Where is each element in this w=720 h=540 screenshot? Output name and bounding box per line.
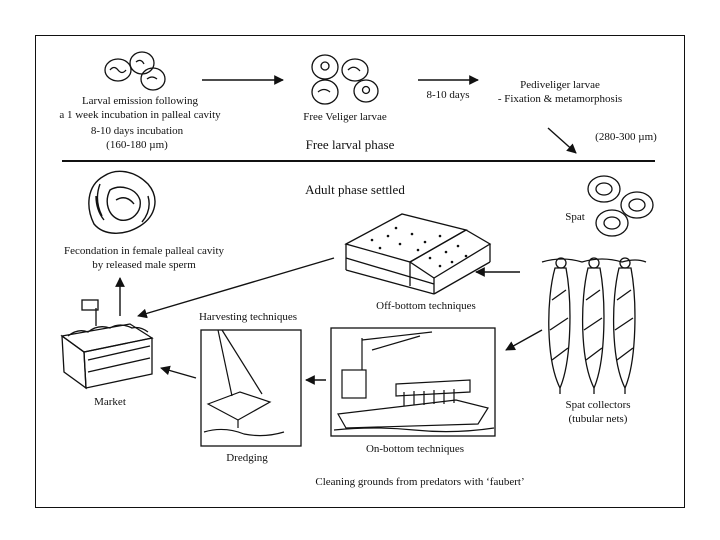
- diagram-frame: [35, 35, 685, 508]
- market-box-icon: [60, 299, 154, 390]
- spat-collectors-label: Spat collectors(tubular nets): [565, 399, 631, 425]
- free-larval-phase-title: Free larval phase: [305, 137, 395, 152]
- spat-collectors-icon: [541, 257, 647, 394]
- adult-phase-title: Adult phase settled: [305, 182, 405, 197]
- pediveliger-size-label: (280-300 µm): [595, 131, 657, 143]
- off-bottom-racks-icon: [344, 213, 492, 295]
- off-bottom-label: Off-bottom techniques: [376, 300, 476, 312]
- spat-icon: [587, 175, 654, 237]
- pediveliger-label: Pediveliger larvae- Fixation & metamorph…: [497, 79, 623, 105]
- boat-icon: [333, 331, 495, 433]
- days-label: 8-10 days: [426, 89, 470, 101]
- market-label: Market: [94, 396, 126, 408]
- free-veliger-label: Free Veliger larvae: [303, 111, 387, 123]
- dredging-label: Dredging: [226, 452, 268, 464]
- spat-label: Spat: [565, 211, 585, 223]
- on-bottom-panel: [330, 327, 496, 437]
- cleaning-grounds-label: Cleaning grounds from predators with ‘fa…: [315, 476, 525, 488]
- adult-oyster-icon: [88, 170, 156, 234]
- dredge-icon: [203, 329, 285, 437]
- harvesting-label: Harvesting techniques: [198, 311, 298, 323]
- dredging-panel: [200, 329, 302, 447]
- incubation-label: 8-10 days incubation(160-180 µm): [90, 125, 184, 151]
- larvae-icon-veliger: [311, 54, 379, 105]
- larvae-icon-emission: [104, 51, 166, 91]
- on-bottom-label: On-bottom techniques: [365, 443, 465, 455]
